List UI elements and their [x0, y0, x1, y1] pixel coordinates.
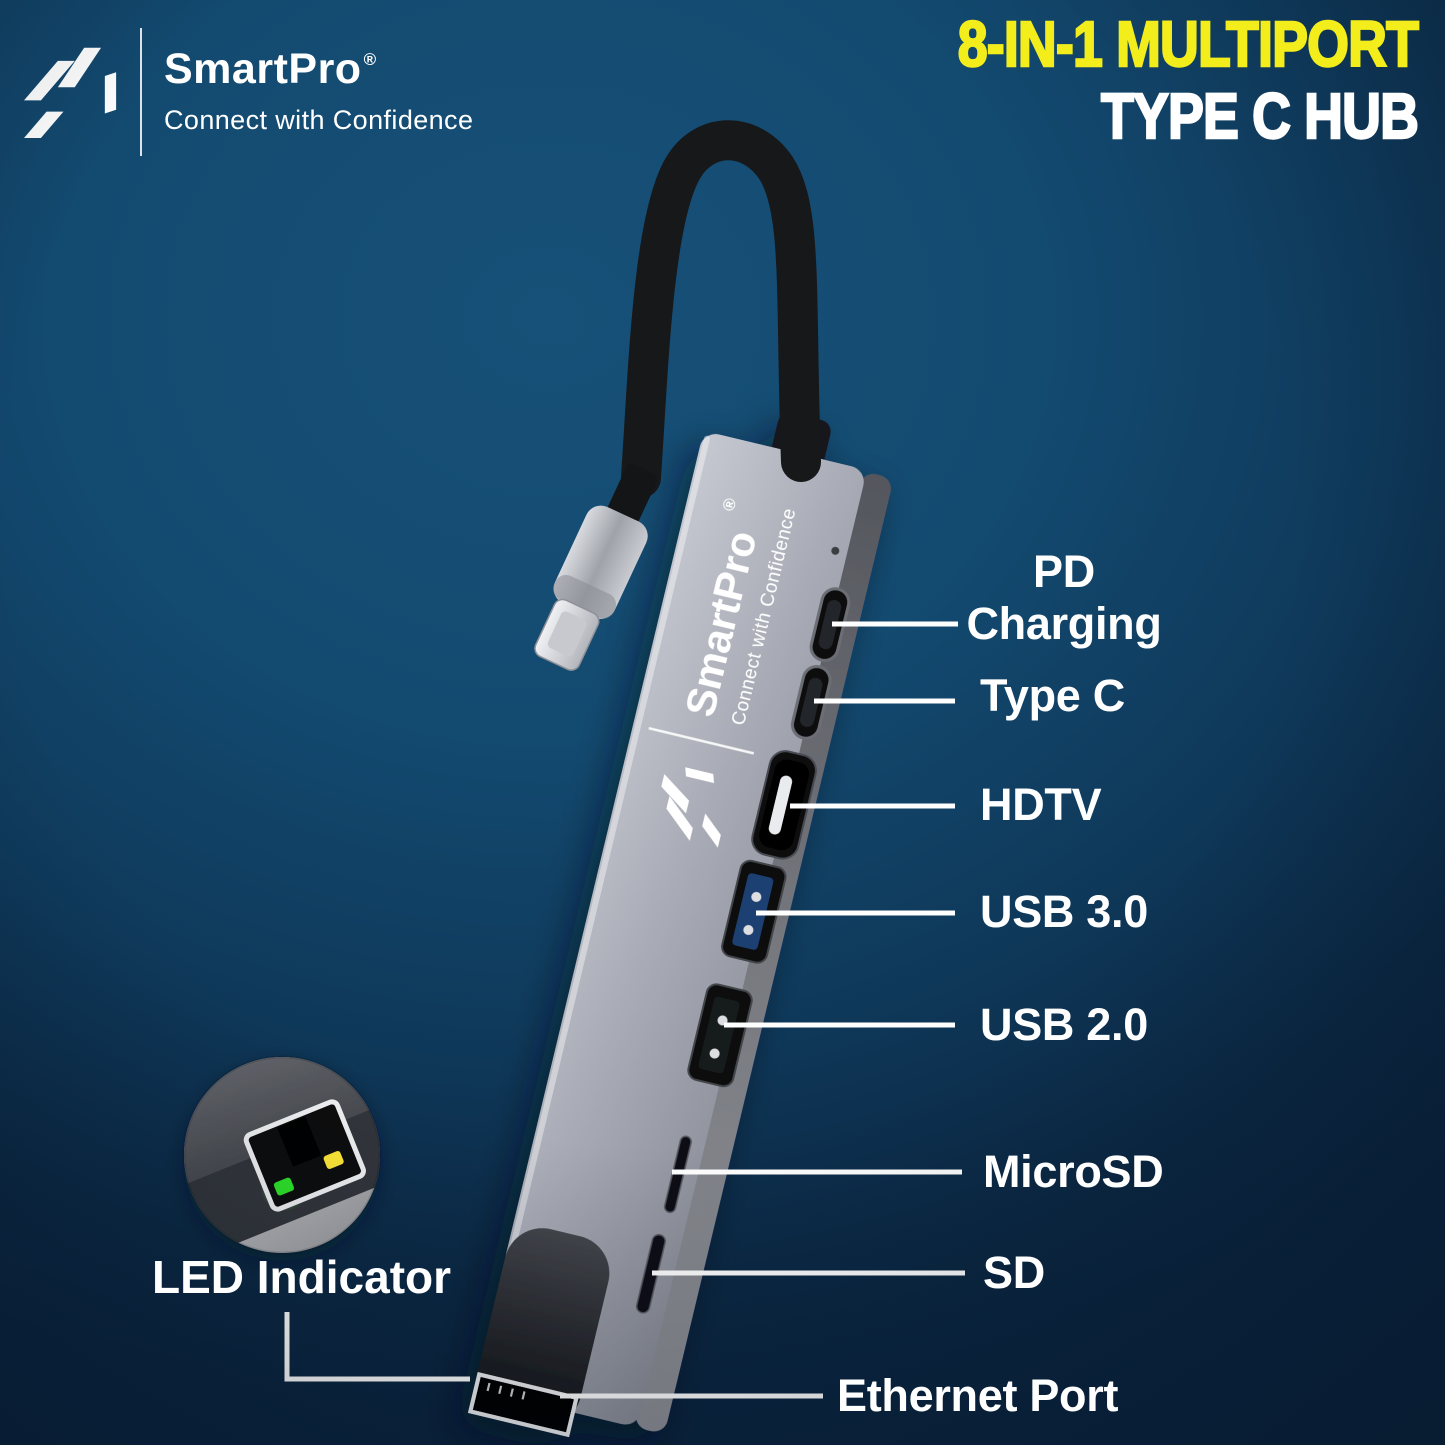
brand-name: SmartPro®: [164, 45, 377, 93]
headline: 8-IN-1 MULTIPORT TYPE C HUB: [870, 7, 1420, 153]
label-usb-3-0: USB 3.0: [980, 886, 1148, 937]
device-divider-line: [648, 726, 755, 755]
indicator-hole: [831, 546, 840, 555]
usb-c-connector: [534, 464, 658, 671]
device-brand-registered: ®: [719, 496, 741, 513]
label-ethernet: Ethernet Port: [837, 1370, 1119, 1421]
label-led-indicator: LED Indicator: [152, 1251, 452, 1303]
callout-lines: [284, 621, 965, 1399]
logo-divider: [140, 28, 142, 156]
label-hdtv: HDTV: [980, 779, 1102, 830]
usb-c-cable: [621, 120, 821, 498]
callout-line-led: [284, 1312, 470, 1382]
ethernet-housing-zoom: [184, 1057, 380, 1192]
hub-front-face: [477, 434, 864, 1425]
sd-marking-text: SD: [171, 1090, 193, 1114]
label-sd: SD: [983, 1247, 1045, 1298]
label-usb-2-0: USB 2.0: [980, 999, 1148, 1050]
brand-logo-block: SmartPro® Connect with Confidence: [22, 28, 473, 156]
type-c-port: [790, 665, 832, 740]
rj45-opening: [467, 1372, 579, 1438]
hub-body: SmartPro ® Connect with Confidence: [467, 412, 891, 1438]
label-pd-charging: PD Charging: [966, 546, 1162, 649]
headline-line2: TYPE C HUB: [1100, 79, 1420, 153]
usb-2-0-port: [687, 983, 753, 1088]
headline-line1: 8-IN-1 MULTIPORT: [957, 7, 1420, 81]
label-type-c: Type C: [980, 670, 1125, 721]
brand-tagline: Connect with Confidence: [164, 105, 474, 135]
hdtv-port: [751, 750, 818, 860]
pd-charging-port: [809, 587, 851, 662]
led-inset-circle: SD: [171, 1055, 382, 1255]
led-yellow: [323, 1151, 344, 1169]
led-green: [273, 1177, 295, 1196]
usb-3-0-port: [721, 859, 787, 964]
ethernet-port-housing: [467, 1228, 610, 1438]
label-microsd: MicroSD: [983, 1146, 1164, 1197]
registered-mark: ®: [363, 50, 377, 69]
